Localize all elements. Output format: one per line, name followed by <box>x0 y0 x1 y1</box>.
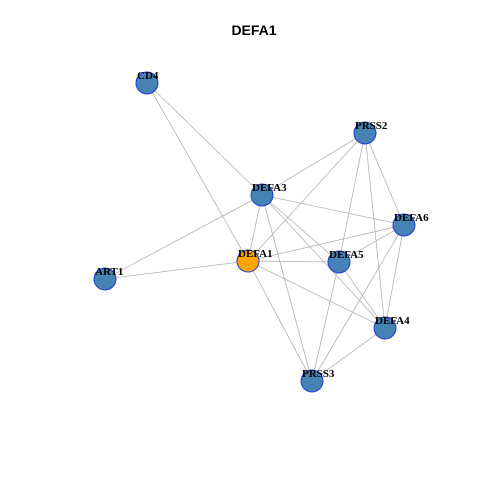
edge-defa3-art1 <box>104 194 263 280</box>
edge-cd4-defa1 <box>146 82 249 262</box>
node-defa6[interactable] <box>392 213 416 237</box>
node-label-defa1: DEFA1 <box>238 248 273 260</box>
edge-prss2-defa4 <box>364 132 386 329</box>
nodes-layer <box>93 71 416 393</box>
edge-defa1-art1 <box>104 260 249 280</box>
edge-defa4-prss3 <box>311 327 386 382</box>
node-defa5[interactable] <box>327 250 351 274</box>
node-label-prss2: PRSS2 <box>355 120 388 132</box>
node-label-defa6: DEFA6 <box>394 212 429 224</box>
edge-defa5-defa4 <box>338 261 386 329</box>
edge-defa1-defa6 <box>247 224 405 262</box>
edge-defa6-defa4 <box>384 224 405 329</box>
edge-defa3-prss3 <box>261 194 313 382</box>
node-label-prss3: PRSS3 <box>302 368 335 380</box>
edge-cd4-defa3 <box>146 82 263 196</box>
node-label-defa5: DEFA5 <box>329 249 364 261</box>
edge-defa6-prss3 <box>311 224 405 382</box>
edge-defa1-defa5 <box>247 260 340 263</box>
node-defa4[interactable] <box>373 316 397 340</box>
node-prss2[interactable] <box>353 121 377 145</box>
node-label-defa3: DEFA3 <box>252 182 287 194</box>
edge-prss2-defa1 <box>247 132 366 262</box>
edge-defa1-prss3 <box>247 260 313 382</box>
edge-defa5-prss3 <box>311 261 340 382</box>
node-cd4[interactable] <box>135 71 159 95</box>
labels-layer: DEFA1 CD4PRSS2DEFA3DEFA6DEFA5ART1DEFA4PRS… <box>95 70 429 380</box>
node-defa1[interactable] <box>236 249 260 273</box>
node-label-cd4: CD4 <box>137 70 159 82</box>
edge-defa3-defa5 <box>261 194 340 263</box>
edge-prss2-defa5 <box>338 132 366 263</box>
node-label-defa4: DEFA4 <box>375 315 410 327</box>
edge-defa5-defa6 <box>338 224 405 263</box>
node-defa3[interactable] <box>250 183 274 207</box>
diagram-title: DEFA1 <box>231 22 276 38</box>
node-label-art1: ART1 <box>95 266 123 278</box>
edge-prss2-defa6 <box>364 132 405 226</box>
node-prss3[interactable] <box>300 369 324 393</box>
edge-prss2-defa3 <box>261 132 366 196</box>
edges-layer <box>104 82 405 382</box>
node-art1[interactable] <box>93 267 117 291</box>
edge-defa3-defa6 <box>261 194 405 226</box>
edge-defa1-defa4 <box>247 260 386 329</box>
